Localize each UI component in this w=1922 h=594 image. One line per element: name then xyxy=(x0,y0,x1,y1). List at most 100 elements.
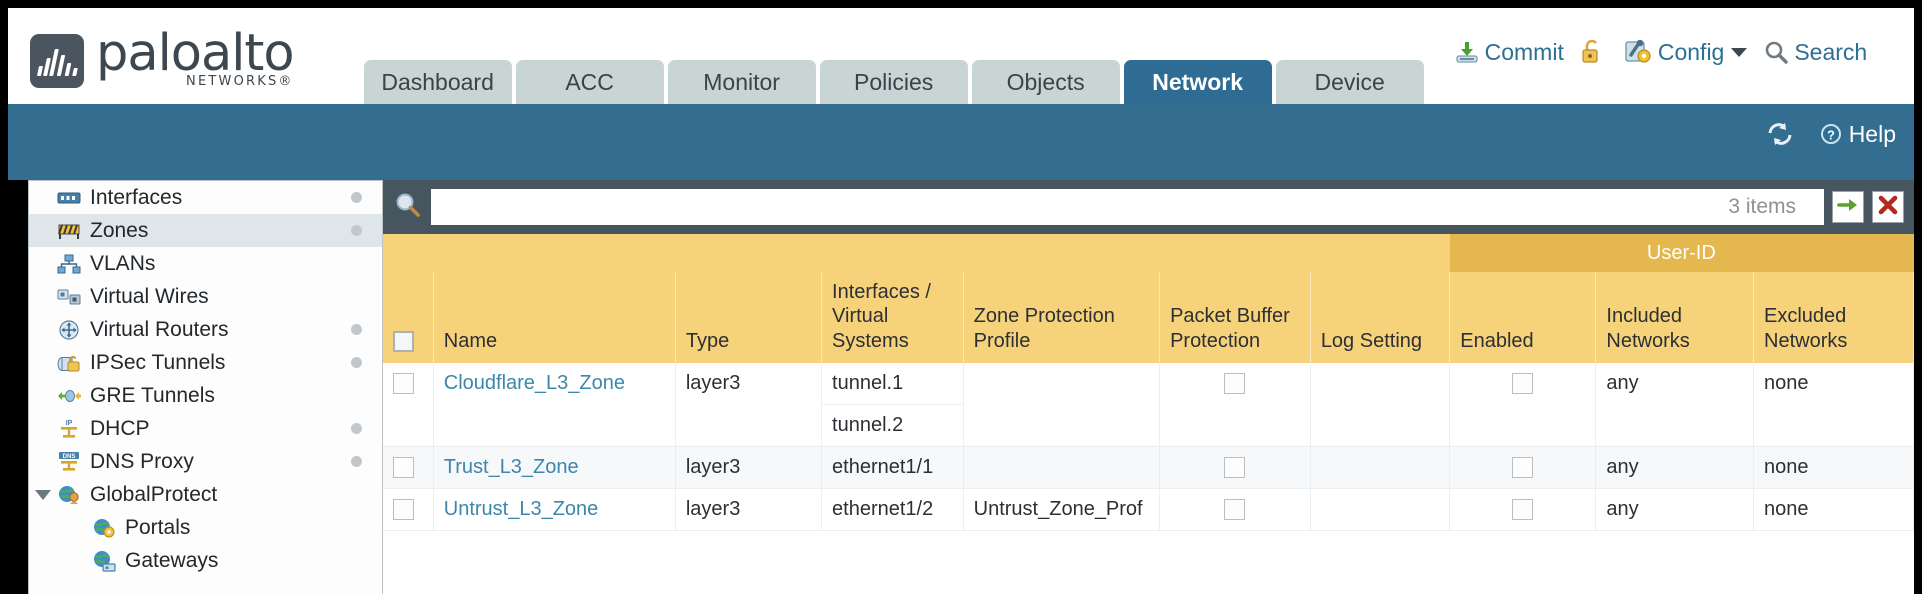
tab-network[interactable]: Network xyxy=(1123,60,1272,104)
cell-packet-buffer-protection xyxy=(1159,446,1311,490)
userid-enabled-checkbox[interactable] xyxy=(1512,499,1534,521)
cell-excluded-networks: none xyxy=(1753,488,1914,532)
svg-text:?: ? xyxy=(1827,128,1835,143)
cell-userid-enabled xyxy=(1449,363,1597,448)
userid-enabled-checkbox[interactable] xyxy=(1512,457,1534,479)
column-header-name[interactable]: Name xyxy=(433,272,676,364)
table-row[interactable]: Cloudflare_L3_Zone layer3 tunnel.1 tunne… xyxy=(383,363,1914,448)
sidebar-item-interfaces[interactable]: Interfaces xyxy=(29,181,382,214)
cell-log-setting xyxy=(1310,446,1451,490)
cell-included-networks: any xyxy=(1595,363,1755,448)
search-button[interactable]: Search xyxy=(1763,39,1867,66)
select-all-header xyxy=(383,272,434,364)
cell-included-networks: any xyxy=(1595,446,1755,490)
commit-download-icon xyxy=(1454,39,1485,65)
sidebar-item-virtual-wires[interactable]: Virtual Wires xyxy=(29,280,382,313)
expander-triangle-icon[interactable] xyxy=(35,489,51,500)
sidebar-status-dot xyxy=(351,225,362,236)
commit-button[interactable]: Commit xyxy=(1454,39,1564,66)
column-header-enabled[interactable]: Enabled xyxy=(1449,272,1597,364)
lock-icon xyxy=(1580,39,1609,65)
globalprotect-icon xyxy=(56,484,82,506)
refresh-button[interactable] xyxy=(1761,121,1795,147)
sidebar-item-ipsec-tunnels[interactable]: IPSec Tunnels xyxy=(29,346,382,379)
svg-text:IP: IP xyxy=(66,420,73,427)
tab-objects[interactable]: Objects xyxy=(971,60,1120,104)
zone-name-link[interactable]: Trust_L3_Zone xyxy=(443,456,579,479)
cell-zone-protection-profile xyxy=(963,363,1161,448)
packet-buffer-protection-checkbox[interactable] xyxy=(1224,457,1246,479)
sidebar-item-portals[interactable]: Portals xyxy=(29,511,382,544)
cell-zone-protection-profile: Untrust_Zone_Prof xyxy=(963,488,1161,532)
table-row[interactable]: Trust_L3_Zone layer3 ethernet1/1 any non… xyxy=(383,446,1914,490)
column-header-excluded-networks[interactable]: Excluded Networks xyxy=(1753,272,1914,364)
packet-buffer-protection-checkbox[interactable] xyxy=(1224,499,1246,521)
column-header-type[interactable]: Type xyxy=(675,272,823,364)
brand-tagline: NETWORKS® xyxy=(186,74,294,89)
table-header-row: Name Type Interfaces / Virtual Systems Z… xyxy=(383,272,1914,364)
config-menu-button[interactable]: Config xyxy=(1625,39,1748,66)
table-row[interactable]: Untrust_L3_Zone layer3 ethernet1/2 Untru… xyxy=(383,488,1914,532)
clear-filter-button[interactable] xyxy=(1872,191,1904,223)
sidebar-status-dot xyxy=(351,456,362,467)
sidebar-item-dns-proxy[interactable]: DNS DNS Proxy xyxy=(29,445,382,478)
zone-name-link[interactable]: Cloudflare_L3_Zone xyxy=(443,372,625,395)
row-select-checkbox[interactable] xyxy=(393,373,414,395)
app-header: paloalto NETWORKS® Dashboard ACC Monitor… xyxy=(8,8,1914,104)
help-question-icon: ? xyxy=(1817,120,1845,148)
column-header-log-setting[interactable]: Log Setting xyxy=(1310,272,1451,364)
search-icon xyxy=(1763,39,1794,65)
sidebar-item-gre-tunnels[interactable]: GRE Tunnels xyxy=(29,379,382,412)
sidebar-item-label: Zones xyxy=(90,218,149,242)
column-header-interfaces-virtual-systems[interactable]: Interfaces / Virtual Systems xyxy=(821,272,964,364)
ipsec-tunnels-icon xyxy=(56,352,82,374)
filter-search-icon xyxy=(393,190,423,225)
column-header-zone-protection-profile[interactable]: Zone Protection Profile xyxy=(963,272,1161,364)
refresh-icon xyxy=(1765,121,1795,147)
cell-name: Cloudflare_L3_Zone xyxy=(433,363,676,448)
sidebar-item-virtual-routers[interactable]: Virtual Routers xyxy=(29,313,382,346)
config-wrench-icon xyxy=(1625,39,1658,65)
sidebar-item-zones[interactable]: Zones xyxy=(29,214,382,247)
search-label: Search xyxy=(1794,38,1868,65)
zone-name-link[interactable]: Untrust_L3_Zone xyxy=(443,498,599,521)
row-select-cell xyxy=(383,363,434,448)
paloalto-logo-mark-icon xyxy=(30,34,84,88)
sidebar-item-label: GlobalProtect xyxy=(90,482,218,506)
select-all-checkbox[interactable] xyxy=(393,331,414,352)
gre-tunnels-icon xyxy=(56,385,82,407)
cell-excluded-networks: none xyxy=(1753,363,1914,448)
sidebar-item-label: DNS Proxy xyxy=(90,449,194,473)
cell-included-networks: any xyxy=(1595,488,1755,532)
tab-acc[interactable]: ACC xyxy=(515,60,664,104)
filter-search-input[interactable] xyxy=(431,189,1824,225)
filter-bar: 3 items xyxy=(383,180,1914,234)
apply-filter-button[interactable] xyxy=(1832,191,1864,223)
sidebar-item-vlans[interactable]: VLANs xyxy=(29,247,382,280)
column-header-included-networks[interactable]: Included Networks xyxy=(1595,272,1755,364)
zones-icon xyxy=(56,220,82,242)
cell-packet-buffer-protection xyxy=(1159,363,1311,448)
lock-button[interactable] xyxy=(1580,39,1609,65)
packet-buffer-protection-checkbox[interactable] xyxy=(1224,373,1246,395)
tab-dashboard[interactable]: Dashboard xyxy=(363,60,512,104)
zones-table-scroll[interactable]: User-ID Name Type Interfaces / Virtual S… xyxy=(383,234,1914,594)
tab-device[interactable]: Device xyxy=(1275,60,1424,104)
tab-policies[interactable]: Policies xyxy=(819,60,968,104)
column-header-packet-buffer-protection[interactable]: Packet Buffer Protection xyxy=(1159,272,1311,364)
help-button[interactable]: ? Help xyxy=(1813,120,1896,148)
sidebar-item-gateways[interactable]: Gateways xyxy=(29,544,382,577)
sidebar-item-dhcp[interactable]: IP DHCP xyxy=(29,412,382,445)
cell-type: layer3 xyxy=(675,446,823,490)
tab-monitor[interactable]: Monitor xyxy=(667,60,816,104)
row-select-checkbox[interactable] xyxy=(393,457,414,479)
sidebar-item-globalprotect[interactable]: GlobalProtect xyxy=(29,478,382,511)
interface-entry: ethernet1/2 xyxy=(832,498,934,521)
virtual-routers-icon xyxy=(56,319,82,341)
table-group-header-row: User-ID xyxy=(383,234,1914,272)
row-select-checkbox[interactable] xyxy=(393,499,414,521)
chevron-down-icon[interactable] xyxy=(1731,47,1748,57)
interface-entry: tunnel.1 xyxy=(822,363,963,406)
userid-enabled-checkbox[interactable] xyxy=(1512,373,1534,395)
